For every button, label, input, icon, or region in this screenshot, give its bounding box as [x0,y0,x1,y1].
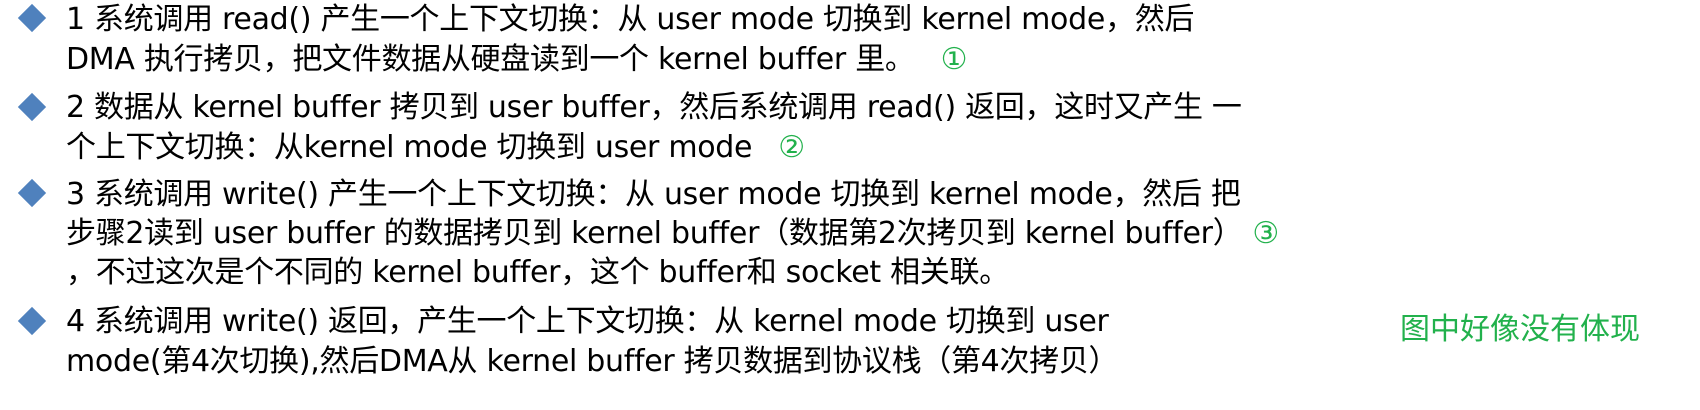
item-4-line-2: mode(第4次切换),然后DMA从 kernel buffer 拷贝数据到协议… [66,344,1119,379]
step-marker-1: ① [940,42,968,77]
item-4-line-1: 4 系统调用 write() 返回，产生一个上下文切换：从 kernel mod… [66,304,1109,339]
step-marker-2: ② [778,130,805,165]
diamond-bullet-icon [17,178,47,208]
diamond-bullet-icon [17,92,47,122]
item-2-line-1: 2 数据从 kernel buffer 拷贝到 user buffer，然后系统… [66,90,1242,125]
item-3-line-3: ，不过这次是个不同的 kernel buffer，这个 buffer和 sock… [66,255,1009,290]
annotation-note: 图中好像没有体现 [1400,312,1640,347]
item-1-line-1: 1 系统调用 read() 产生一个上下文切换：从 user mode 切换到 … [66,2,1195,37]
diamond-bullet-icon [17,3,47,33]
item-3-line-2: 步骤2读到 user buffer 的数据拷贝到 kernel buffer（数… [66,216,1280,251]
item-1-line-2: DMA 执行拷贝，把文件数据从硬盘读到一个 kernel buffer 里。① [66,42,968,77]
item-3-line-1: 3 系统调用 write() 产生一个上下文切换：从 user mode 切换到… [66,177,1241,212]
diamond-bullet-icon [17,306,47,336]
step-marker-3: ③ [1252,216,1280,251]
